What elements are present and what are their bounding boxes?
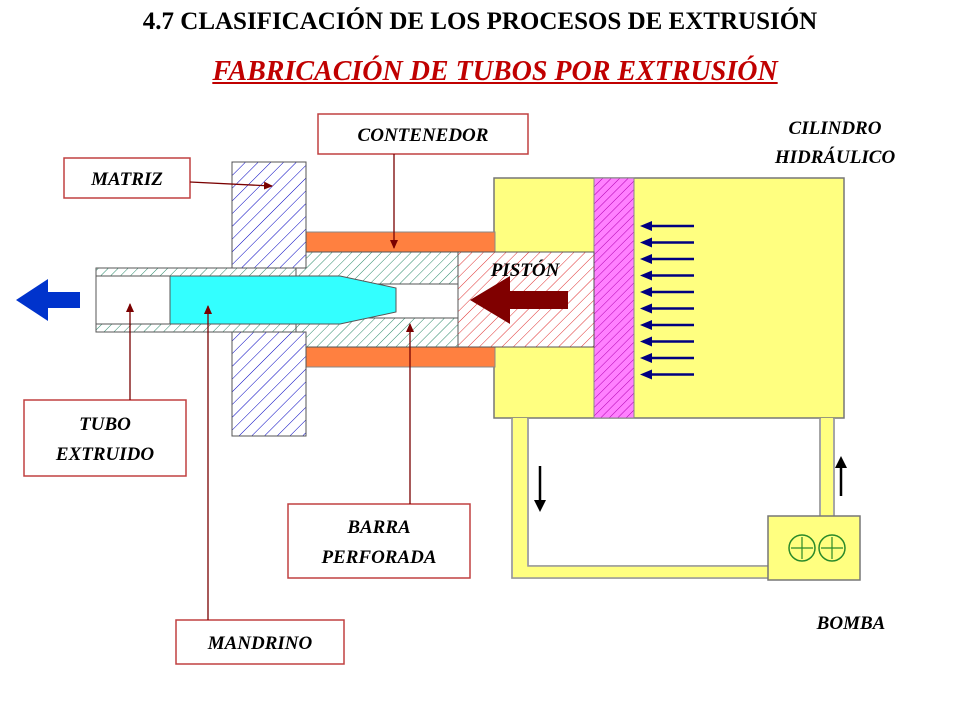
pressure-arrow-head	[640, 369, 652, 380]
pressure-arrows	[640, 221, 694, 380]
barra-label-box	[287, 503, 471, 579]
die-matrix-bottom	[231, 331, 307, 437]
container-wall-bottom	[304, 346, 496, 368]
die-matrix-top	[231, 161, 307, 269]
bomba-label: BOMBA	[816, 613, 886, 634]
container-wall-top	[304, 231, 496, 253]
contenedor-label: CONTENEDOR	[358, 125, 489, 146]
cilindro-label-line2: HIDRÁULICO	[774, 146, 896, 168]
pressure-arrow-head	[640, 221, 652, 231]
pressure-arrow-head	[640, 320, 652, 330]
matriz-label-box	[63, 157, 191, 199]
mandrel	[169, 275, 397, 325]
pressure-arrow-head	[640, 353, 652, 363]
diagram-subtitle: FABRICACIÓN DE TUBOS POR EXTRUSIÓN	[212, 56, 778, 87]
matriz-leader	[189, 181, 273, 190]
contenedor-label-box	[317, 113, 529, 155]
pressure-arrow-head	[640, 303, 652, 314]
cilindro-label-line1: CILINDRO	[789, 118, 882, 139]
piston-push-arrow	[470, 276, 568, 324]
tubo-label-line2: EXTRUIDO	[55, 444, 154, 465]
tubo-label-line1: TUBO	[79, 414, 131, 435]
matriz-label: MATRIZ	[90, 169, 163, 190]
pressure-arrow-head	[640, 254, 652, 264]
piston-label: PISTÓN	[490, 259, 561, 281]
tubo-label-box	[23, 399, 187, 477]
piston-plate	[593, 177, 635, 419]
pressure-arrow-head	[640, 336, 652, 347]
barra-label-line1: BARRA	[346, 517, 410, 538]
pressure-arrow-head	[640, 270, 652, 281]
barra-label-line2: PERFORADA	[320, 547, 436, 568]
page-title: 4.7 CLASIFICACIÓN DE LOS PROCESOS DE EXT…	[142, 8, 818, 35]
tube-exit-arrow	[16, 279, 80, 321]
mandrino-label-box	[175, 619, 345, 665]
pressure-arrow-head	[640, 287, 652, 297]
mandrino-label: MANDRINO	[207, 633, 313, 654]
pressure-arrow-head	[640, 237, 652, 248]
